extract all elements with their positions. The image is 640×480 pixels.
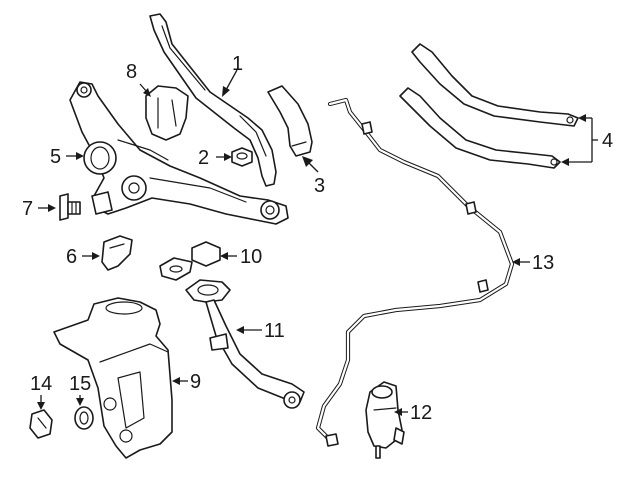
reservoir-part[interactable]: [53, 297, 173, 459]
callout-7: 7: [22, 198, 33, 220]
grommet-part[interactable]: [159, 241, 221, 281]
callout-12: 12: [410, 402, 432, 424]
callout-4: 4: [602, 130, 613, 152]
wiper-blades-part[interactable]: [399, 43, 579, 169]
callout-10: 10: [240, 246, 262, 268]
callout-8: 8: [126, 61, 137, 83]
bolt-part[interactable]: [59, 193, 81, 221]
seal-part[interactable]: [74, 406, 94, 430]
callout-15: 15: [69, 373, 91, 395]
callout-5: 5: [50, 146, 61, 168]
filler-neck-part[interactable]: [185, 279, 305, 409]
wiper-arm-part[interactable]: [149, 13, 277, 187]
motor-cover-part[interactable]: [145, 85, 189, 141]
wiper-linkage-part[interactable]: [69, 81, 289, 225]
callout-11: 11: [264, 320, 285, 342]
leader-lines: [37, 69, 598, 416]
callout-6: 6: [66, 246, 77, 268]
bracket-part[interactable]: [101, 235, 133, 271]
callout-14: 14: [30, 373, 52, 395]
washer-pump-part[interactable]: [365, 381, 405, 459]
nut-part[interactable]: [231, 147, 253, 167]
washer-hose-part[interactable]: [315, 97, 515, 447]
callout-9: 9: [190, 371, 201, 393]
callout-3: 3: [314, 175, 325, 197]
connector-part[interactable]: [29, 409, 53, 439]
arm-cover-part[interactable]: [267, 85, 313, 157]
callout-13: 13: [532, 252, 554, 274]
callout-1: 1: [232, 53, 243, 75]
callout-2: 2: [198, 147, 209, 169]
